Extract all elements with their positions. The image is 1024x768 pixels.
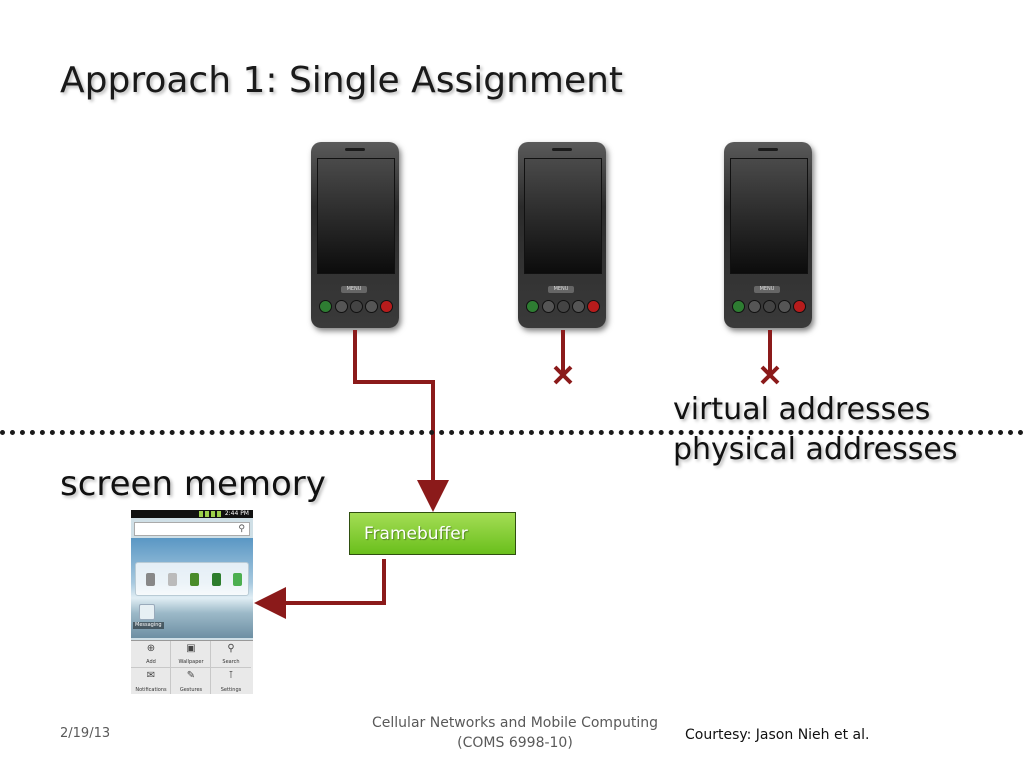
drawer-item-label: Search — [222, 659, 240, 665]
gestures-icon: ✎ — [186, 670, 196, 681]
framebuffer-to-screen-arrow — [254, 559, 386, 619]
messaging-app-icon — [139, 604, 155, 620]
android-clock: 2:44 PM — [224, 510, 249, 517]
phone-2: MENU — [518, 142, 606, 328]
drawer-item-wallpaper: ▣ Wallpaper — [171, 641, 211, 668]
messaging-label: Messaging — [133, 622, 164, 629]
physical-addresses-label: physical addresses — [673, 432, 958, 467]
phone-screen — [317, 158, 395, 274]
drawer-item-label: Gestures — [179, 687, 203, 693]
android-power-widget — [135, 562, 249, 596]
footer-course-line-2: (COMS 6998-10) — [457, 735, 573, 751]
phone-back-button-icon — [572, 300, 585, 313]
phone-1: MENU — [311, 142, 399, 328]
add-icon: ⊕ — [146, 643, 156, 654]
footer-date: 2/19/13 — [60, 726, 111, 741]
phone-home-button-icon — [748, 300, 761, 313]
drawer-item-label: Add — [146, 659, 156, 665]
phone-to-framebuffer-arrow — [353, 330, 449, 512]
framebuffer-label: Framebuffer — [364, 524, 468, 544]
phone-screen — [524, 158, 602, 274]
phone-menu-label: MENU — [548, 286, 574, 293]
gps-toggle-icon — [190, 573, 199, 586]
phone-trackball-icon — [557, 300, 570, 313]
phone-speaker — [758, 148, 778, 151]
phone-home-button-icon — [335, 300, 348, 313]
drawer-item-settings: ⊺ Settings — [211, 668, 251, 694]
drawer-item-search: ⚲ Search — [211, 641, 251, 668]
wallpaper-icon: ▣ — [186, 643, 196, 654]
drawer-item-label: Notifications — [135, 687, 167, 693]
phone-trackball-icon — [763, 300, 776, 313]
phone-speaker — [345, 148, 365, 151]
drawer-item-gestures: ✎ Gestures — [171, 668, 211, 694]
phone-back-button-icon — [778, 300, 791, 313]
drawer-item-label: Wallpaper — [178, 659, 204, 665]
phone-trackball-icon — [350, 300, 363, 313]
slide-title: Approach 1: Single Assignment — [60, 60, 624, 101]
address-divider-line — [0, 430, 1024, 435]
status-icons — [199, 511, 223, 517]
phone-menu-label: MENU — [341, 286, 367, 293]
search-icon: ⚲ — [227, 643, 235, 654]
footer-course: Cellular Networks and Mobile Computing (… — [355, 713, 675, 753]
android-home-screenshot: 2:44 PM ⚲ Messaging ⊕ Add ▣ Wallpaper ⚲ … — [131, 510, 253, 694]
virtual-addresses-label: virtual addresses — [673, 392, 931, 427]
phone-call-button-icon — [732, 300, 745, 313]
phone-menu-label: MENU — [754, 286, 780, 293]
notifications-icon: ✉ — [146, 670, 156, 681]
phone-end-button-icon — [380, 300, 393, 313]
framebuffer-box: Framebuffer — [349, 512, 516, 555]
drawer-item-add: ⊕ Add — [131, 641, 171, 668]
courtesy-note: Courtesy: Jason Nieh et al. — [685, 727, 870, 743]
sync-toggle-icon — [212, 573, 221, 586]
phone-home-button-icon — [542, 300, 555, 313]
drawer-item-notifications: ✉ Notifications — [131, 668, 171, 694]
phone-3: MENU — [724, 142, 812, 328]
phone-2-blocked-x-icon — [553, 365, 573, 385]
phone-3-blocked-x-icon — [760, 365, 780, 385]
phone-call-button-icon — [319, 300, 332, 313]
android-status-bar: 2:44 PM — [131, 510, 253, 518]
screen-memory-label: screen memory — [60, 464, 326, 504]
footer-course-line-1: Cellular Networks and Mobile Computing — [372, 715, 658, 731]
phone-back-button-icon — [365, 300, 378, 313]
phone-speaker — [552, 148, 572, 151]
drawer-item-label: Settings — [220, 687, 242, 693]
phone-end-button-icon — [587, 300, 600, 313]
wifi-toggle-icon — [146, 573, 155, 586]
phone-call-button-icon — [526, 300, 539, 313]
phone-end-button-icon — [793, 300, 806, 313]
brightness-toggle-icon — [233, 573, 242, 586]
bluetooth-toggle-icon — [168, 573, 177, 586]
android-menu-drawer: ⊕ Add ▣ Wallpaper ⚲ Search ✉ Notificatio… — [131, 640, 253, 694]
search-icon: ⚲ — [238, 524, 245, 534]
settings-icon: ⊺ — [228, 670, 234, 681]
android-search-bar: ⚲ — [134, 522, 250, 536]
phone-screen — [730, 158, 808, 274]
